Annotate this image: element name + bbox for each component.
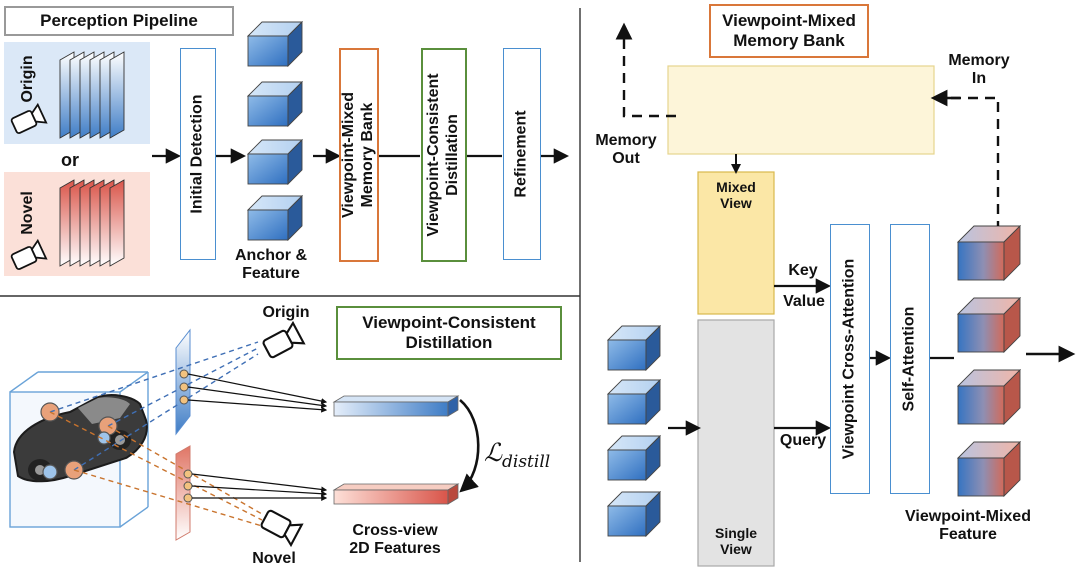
- origin-image-stack: [59, 51, 125, 139]
- novel-view-camera-icon: [260, 509, 304, 548]
- or-label: or: [61, 150, 79, 170]
- origin-camera-icon: [10, 102, 48, 134]
- initial-detection-module: Initial Detection: [180, 48, 216, 260]
- initial-detection-label: Initial Detection: [188, 94, 206, 214]
- output-feature-cube: [956, 368, 1022, 426]
- mixed-view-label: Mixed View: [716, 179, 756, 211]
- novel-camera-label: Novel: [252, 550, 296, 567]
- single-view-region: [697, 319, 775, 567]
- origin-feature-bar: [332, 395, 460, 417]
- cross-attention-label: Viewpoint Cross-Attention: [840, 258, 858, 460]
- memory-out-label: Memory Out: [595, 132, 657, 167]
- novel-feature-bar: [332, 483, 460, 505]
- single-view-label: Single View: [714, 525, 757, 557]
- anchor-feature-line-1: Anchor &: [235, 247, 307, 264]
- self-attention-label: Self-Attention: [900, 306, 918, 412]
- anchor-feature-cube: [246, 194, 304, 242]
- origin-label: Origin: [19, 55, 37, 103]
- cross-attention-module: Viewpoint Cross-Attention: [830, 224, 870, 494]
- anchor-feature-cube: [246, 138, 304, 186]
- output-feature-label: Viewpoint-Mixed Feature: [905, 508, 1031, 543]
- novel-image-stack: [59, 179, 125, 267]
- refinement-label: Refinement: [512, 110, 530, 198]
- anchor-feature-cube: [246, 80, 304, 128]
- output-feature-cube: [956, 440, 1022, 498]
- anchor-feature-label: Anchor & Feature: [226, 247, 316, 283]
- memory-in-label: Memory In: [948, 52, 1010, 87]
- query-input-cube: [606, 378, 662, 426]
- value-label: Value: [783, 293, 825, 310]
- query-input-cube: [606, 434, 662, 482]
- origin-camera-label: Origin: [262, 304, 310, 321]
- novel-label: Novel: [19, 191, 37, 235]
- key-label: Key: [788, 262, 818, 279]
- output-feature-cube: [956, 296, 1022, 354]
- mixed-view-region: [697, 171, 775, 315]
- output-feature-cube: [956, 224, 1022, 282]
- novel-image-plane: [175, 445, 191, 541]
- query-input-cube: [606, 324, 662, 372]
- anchor-feature-cube: [246, 20, 304, 68]
- query-label: Query: [779, 432, 827, 449]
- origin-image-plane: [175, 328, 191, 436]
- query-input-cube: [606, 490, 662, 538]
- distill-loss-label: ℒdistill: [484, 438, 551, 472]
- distill-curve-arrow: [459, 399, 480, 493]
- memory-bank-region: [667, 65, 935, 155]
- origin-view-camera-icon: [262, 320, 306, 359]
- novel-camera-icon: [10, 238, 48, 270]
- self-attention-module: Self-Attention: [890, 224, 930, 494]
- anchor-feature-line-2: Feature: [242, 264, 300, 282]
- cross-view-features-label: Cross-view 2D Features: [349, 522, 441, 557]
- refinement-module: Refinement: [503, 48, 541, 260]
- perception-pipeline-title: Perception Pipeline: [4, 6, 234, 36]
